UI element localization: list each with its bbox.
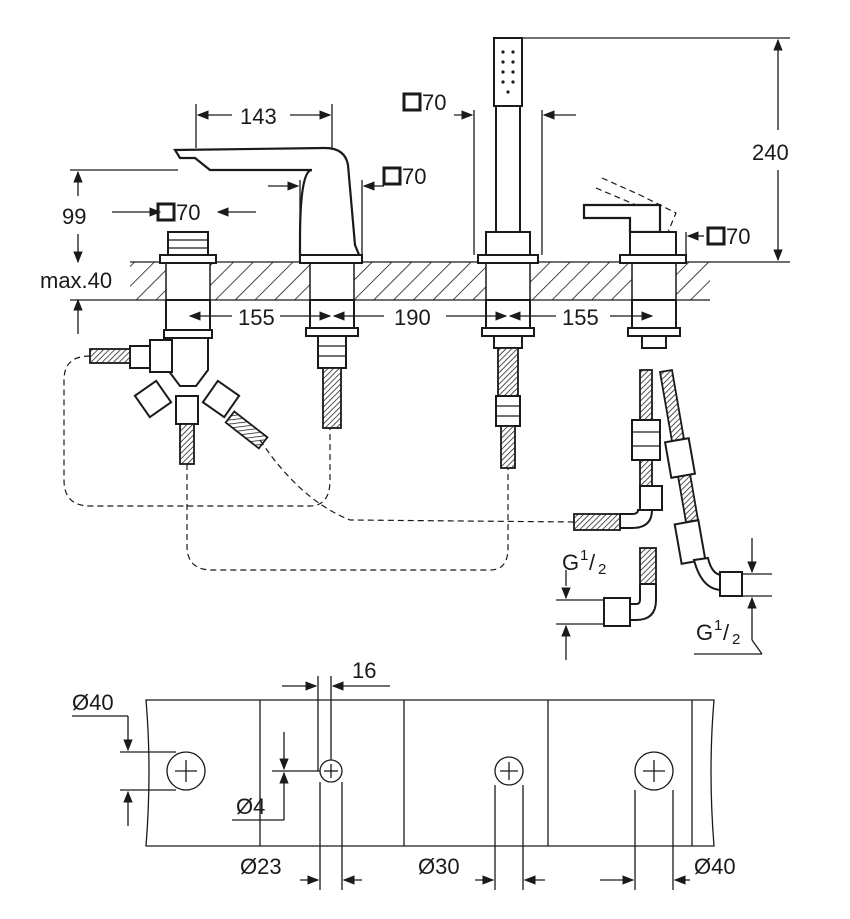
mixer-lever	[582, 177, 687, 264]
d30-label: Ø30	[418, 854, 460, 879]
cutout-plan	[72, 676, 715, 890]
square-70-left-label: 70	[176, 200, 200, 225]
svg-text:1: 1	[580, 547, 588, 564]
d40-left-label: Ø40	[72, 690, 114, 715]
cutout-hole-40-left	[166, 751, 206, 791]
under-deck-assemblies	[89, 299, 743, 627]
offset-16-label: 16	[352, 658, 376, 683]
spout-reach-label: 143	[240, 104, 277, 129]
total-height-label: 240	[752, 140, 789, 165]
square-symbols	[156, 92, 726, 246]
dimension-lines	[70, 37, 790, 660]
svg-text:/: /	[723, 620, 730, 645]
svg-text:1: 1	[714, 617, 722, 634]
square-70-spout-label: 70	[402, 164, 426, 189]
svg-text:2: 2	[598, 561, 606, 578]
spacing-left-label: 155	[238, 305, 275, 330]
cutout-labels: Ø40 16 Ø4 Ø23 Ø30 Ø40	[72, 658, 736, 879]
d4-label: Ø4	[236, 794, 265, 819]
svg-text:2: 2	[732, 631, 740, 648]
max-deck-label: max.40	[40, 268, 112, 293]
svg-text:/: /	[589, 550, 596, 575]
d40-right-label: Ø40	[694, 854, 736, 879]
svg-text:G: G	[562, 550, 579, 575]
spacing-mid-label: 190	[394, 305, 431, 330]
shower-nozzles	[501, 50, 515, 94]
d23-label: Ø23	[240, 854, 282, 879]
deck	[130, 261, 710, 301]
spout-height-label: 99	[62, 204, 86, 229]
svg-text:G: G	[696, 620, 713, 645]
thread-label-right: G 1 / 2	[696, 617, 740, 648]
left-valve	[159, 231, 217, 264]
thread-label-left: G 1 / 2	[562, 547, 606, 578]
spacing-right-label: 155	[562, 305, 599, 330]
cutout-hole-40-right	[634, 751, 674, 791]
square-70-mixer-label: 70	[726, 224, 750, 249]
square-70-shower-label: 70	[422, 90, 446, 115]
cutout-hole-30	[494, 756, 524, 786]
top-view-labels: 143 99 240 max.40 155 190 155 70 70 70 7…	[40, 90, 789, 648]
hose-routes	[63, 355, 575, 571]
hand-shower	[477, 37, 539, 264]
